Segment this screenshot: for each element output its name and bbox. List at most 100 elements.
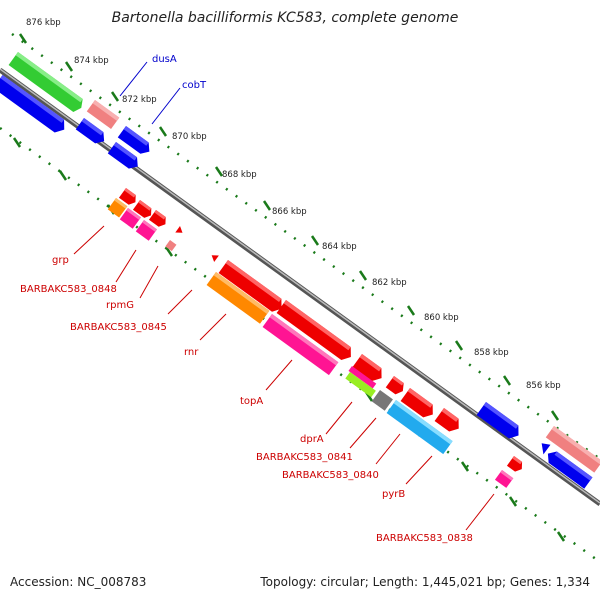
scale-labels: 876 kbp 874 kbp 872 kbp 870 kbp 868 kbp …: [26, 18, 561, 391]
major-tick: [406, 305, 416, 316]
gene-feature[interactable]: [75, 118, 108, 147]
connector-line: [199, 313, 227, 341]
gene-label-topA[interactable]: topA: [240, 396, 263, 407]
map-title: Bartonella bacilliformis KC583, complete…: [112, 10, 459, 26]
gene-feature[interactable]: [86, 100, 120, 129]
gene-feature[interactable]: [506, 456, 525, 474]
gene-label-barbakc583-0845[interactable]: BARBAKC583_0845: [70, 322, 167, 333]
gene-label-cobT[interactable]: cobT: [182, 80, 207, 91]
topology-text: Topology: circular; Length: 1,445,021 bp…: [259, 575, 590, 589]
gene-feature[interactable]: [545, 426, 600, 473]
gene-label-grp[interactable]: grp: [52, 255, 69, 266]
gene-feature[interactable]: [206, 272, 270, 324]
gene-feature[interactable]: [132, 200, 155, 220]
gene-label-barbakc583-0838[interactable]: BARBAKC583_0838: [376, 533, 473, 544]
gene-feature[interactable]: [385, 376, 407, 397]
gene-label-dusA[interactable]: dusA: [152, 54, 177, 65]
major-tick: [12, 137, 22, 148]
scale-label: 866 kbp: [272, 207, 307, 217]
inner-strand-genes: [107, 188, 525, 488]
scale-label: 862 kbp: [372, 278, 407, 288]
gene-label-dprA[interactable]: dprA: [300, 434, 324, 445]
connector-line: [349, 417, 377, 449]
gene-feature[interactable]: [276, 300, 356, 363]
gene-feature[interactable]: [119, 208, 141, 229]
accession-text: Accession: NC_008783: [10, 575, 146, 589]
scale-label: 868 kbp: [222, 170, 257, 180]
gene-feature[interactable]: [352, 354, 387, 385]
major-tick: [158, 126, 168, 137]
major-tick: [58, 170, 68, 181]
connector-line: [73, 225, 105, 255]
major-tick: [358, 270, 368, 281]
scale-ring-outer: [11, 32, 600, 461]
gene-feature[interactable]: [537, 440, 551, 455]
major-tick: [550, 410, 560, 421]
scale-major-ticks-outer: [18, 33, 560, 421]
gene-label-barbakc583-0848[interactable]: BARBAKC583_0848: [20, 284, 117, 295]
major-tick: [64, 61, 74, 72]
gene-label-rpmG[interactable]: rpmG: [106, 300, 134, 311]
major-tick: [164, 246, 174, 257]
gene-feature[interactable]: [107, 198, 128, 218]
major-tick: [460, 461, 470, 472]
gene-feature[interactable]: [148, 210, 169, 229]
gene-label-barbakc583-0841[interactable]: BARBAKC583_0841: [256, 452, 353, 463]
major-tick: [310, 235, 320, 246]
major-tick: [502, 375, 512, 386]
connector-line: [139, 265, 159, 299]
gene-feature[interactable]: [476, 402, 524, 442]
scale-label: 860 kbp: [424, 313, 459, 323]
gene-feature[interactable]: [348, 366, 377, 389]
gene-feature[interactable]: [262, 314, 339, 376]
major-tick: [262, 200, 272, 211]
outer-strand-genes: [0, 52, 600, 489]
scale-label: 856 kbp: [526, 381, 561, 391]
gene-feature[interactable]: [0, 74, 69, 136]
gene-feature[interactable]: [8, 52, 86, 114]
connector-line: [405, 455, 433, 485]
connector-line: [151, 87, 181, 125]
scale-label: 876 kbp: [26, 18, 61, 28]
gene-feature[interactable]: [118, 188, 139, 207]
connector-line: [375, 433, 401, 465]
scale-label: 870 kbp: [172, 132, 207, 142]
gene-feature[interactable]: [209, 252, 219, 262]
major-tick: [18, 33, 28, 44]
connector-line: [265, 359, 293, 391]
gene-feature[interactable]: [218, 260, 287, 315]
scale-label: 872 kbp: [122, 95, 157, 105]
gene-feature[interactable]: [434, 408, 464, 435]
major-tick: [110, 91, 120, 102]
gene-feature[interactable]: [544, 448, 593, 489]
connector-line: [119, 61, 148, 97]
connector-line: [167, 289, 193, 315]
gene-labels: dusA cobT grp BARBAKC583_0848 rpmG BARBA…: [20, 54, 473, 544]
gene-feature[interactable]: [494, 470, 514, 488]
gene-feature[interactable]: [175, 226, 185, 236]
gene-feature[interactable]: [165, 240, 177, 252]
scale-label: 864 kbp: [322, 242, 357, 252]
label-connectors: [73, 61, 495, 531]
major-tick: [454, 340, 464, 351]
major-tick: [214, 166, 224, 177]
gene-feature[interactable]: [371, 390, 393, 411]
connector-line: [115, 249, 137, 283]
gene-feature[interactable]: [135, 220, 157, 241]
gene-feature[interactable]: [345, 372, 376, 398]
gene-feature[interactable]: [117, 125, 154, 157]
connector-line: [465, 493, 495, 531]
major-tick: [556, 531, 566, 542]
gene-feature[interactable]: [386, 400, 453, 455]
scale-label: 874 kbp: [74, 56, 109, 66]
gene-feature[interactable]: [400, 388, 438, 421]
gene-label-barbakc583-0840[interactable]: BARBAKC583_0840: [282, 470, 379, 481]
gene-label-rnr[interactable]: rnr: [184, 347, 199, 358]
connector-line: [325, 401, 353, 435]
gene-feature[interactable]: [107, 142, 142, 172]
major-tick: [508, 496, 518, 507]
scale-label: 858 kbp: [474, 348, 509, 358]
gene-label-pyrB[interactable]: pyrB: [382, 489, 405, 500]
